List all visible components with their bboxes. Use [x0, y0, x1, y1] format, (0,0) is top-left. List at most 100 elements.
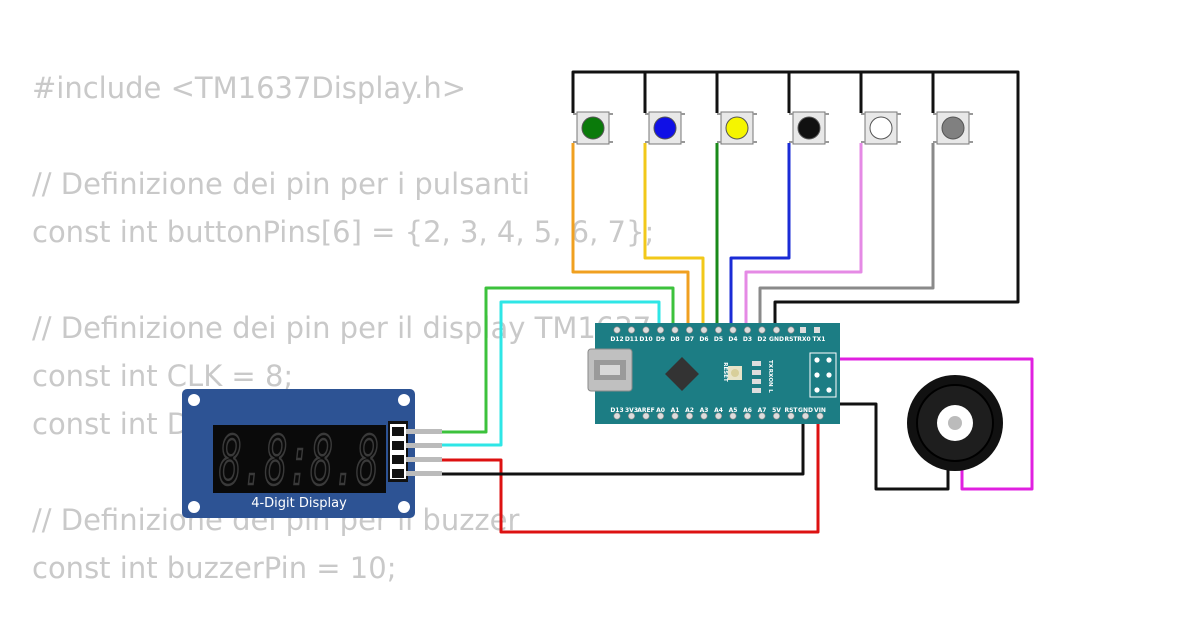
led-label-l: L: [767, 389, 773, 393]
microcontroller-chip: [665, 357, 699, 391]
pin-label-d8: D8: [670, 336, 679, 343]
pin-label-a6: A6: [743, 407, 752, 414]
pushbutton-cap: [869, 116, 893, 140]
header-pin: [656, 326, 664, 334]
header-pin: [729, 326, 737, 334]
pin-label-a7: A7: [758, 407, 767, 414]
pin-label-d9: D9: [656, 336, 665, 343]
wire-dio: [442, 300, 661, 447]
pushbutton-leg: [789, 141, 793, 143]
pushbutton-yellow[interactable]: [717, 111, 757, 145]
pushbutton-leg: [969, 141, 973, 143]
led-label-on: ON: [767, 377, 773, 387]
pushbutton-leg: [681, 141, 685, 143]
pushbutton-cap: [725, 116, 749, 140]
pin-label-d12: D12: [610, 336, 623, 343]
pin-label-d4: D4: [728, 336, 737, 343]
pin-label-a0: A0: [656, 407, 665, 414]
wire-vcc: [442, 416, 820, 534]
pushbutton-green[interactable]: [573, 111, 613, 145]
led-on: [752, 379, 761, 384]
pushbutton-cap: [797, 116, 821, 140]
header-pin: [758, 412, 766, 420]
pin-label-rst: RST: [784, 336, 798, 343]
pin-label-a3: A3: [700, 407, 709, 414]
display-pin-blocks: [392, 427, 404, 478]
led-l: [752, 388, 761, 393]
pin-label-d3: D3: [743, 336, 752, 343]
code-line: // Definizione dei pin per i pulsanti: [32, 167, 530, 201]
buzzer: [907, 375, 1003, 471]
tm1637-display: 8.8:8.8 4-Digit Display: [182, 389, 442, 518]
pin-label-d5: D5: [714, 336, 723, 343]
pin-label-aref: AREF: [637, 407, 654, 414]
display-header-inner: [390, 424, 406, 479]
header-pin: [814, 327, 820, 333]
pin-label-d10: D10: [639, 336, 652, 343]
code-background: #include <TM1637Display.h>// Definizione…: [32, 64, 654, 592]
led-label-tx: TX: [767, 360, 773, 369]
pin-label-d13: D13: [610, 407, 623, 414]
mount-hole: [398, 394, 410, 406]
pushbutton-blue[interactable]: [645, 111, 685, 145]
pushbutton-leg: [825, 113, 829, 115]
pushbutton-cap: [653, 116, 677, 140]
pin-label-vin: VIN: [814, 407, 826, 414]
pushbutton-cap: [941, 116, 965, 140]
pushbutton-leg: [861, 113, 865, 115]
pin-label-gnd: GND: [798, 407, 813, 414]
pin-label-d7: D7: [685, 336, 694, 343]
header-pin: [743, 326, 751, 334]
wire-clk: [442, 286, 675, 434]
pushbutton-gray[interactable]: [933, 111, 973, 145]
header-pin: [627, 326, 635, 334]
pushbuttons: [573, 111, 973, 145]
pushbutton-leg: [753, 113, 757, 115]
pin-label-5v: 5V: [772, 407, 781, 414]
pin-label-d2: D2: [757, 336, 766, 343]
pushbutton-leg: [753, 141, 757, 143]
wire-button-gray: [758, 143, 935, 329]
pin-label-3v3: 3V3: [625, 407, 638, 414]
display-label: 4-Digit Display: [251, 496, 347, 511]
pushbutton-leg: [825, 141, 829, 143]
pushbutton-leg: [861, 141, 865, 143]
pin-label-gnd: GND: [769, 336, 784, 343]
pushbutton-black[interactable]: [789, 111, 829, 145]
header-pin: [729, 412, 737, 420]
mount-hole: [188, 394, 200, 406]
arduino-board: [595, 323, 840, 424]
header-pin: [685, 326, 693, 334]
led-rx: [752, 370, 761, 375]
pin-label-d6: D6: [699, 336, 708, 343]
pushbutton-leg: [897, 141, 901, 143]
header-pin: [714, 412, 722, 420]
pushbutton-white[interactable]: [861, 111, 901, 145]
pushbutton-leg: [717, 113, 721, 115]
wire-buzzer-gnd: [818, 402, 950, 491]
led-tx: [752, 361, 761, 366]
header-pin: [700, 412, 708, 420]
pushbutton-leg: [609, 113, 613, 115]
header-pin: [700, 326, 708, 334]
pushbutton-leg: [789, 113, 793, 115]
reset-button-cap: [731, 369, 739, 377]
code-line: const int CLK = 8;: [32, 359, 294, 393]
pushbutton-leg: [969, 113, 973, 115]
header-pin: [787, 412, 795, 420]
pin-label-a4: A4: [714, 407, 723, 414]
pushbutton-leg: [897, 113, 901, 115]
wire-button-black: [729, 143, 791, 329]
pin-label-rx0: RX0: [797, 336, 810, 343]
display-pins: [406, 429, 442, 476]
header-pin: [787, 326, 795, 334]
pin-label-a2: A2: [685, 407, 694, 414]
pushbutton-leg: [645, 113, 649, 115]
pin-label-d11: D11: [625, 336, 638, 343]
wire-button-green: [571, 143, 690, 329]
pushbutton-leg: [717, 141, 721, 143]
header-pin: [613, 412, 621, 420]
header-pin: [613, 326, 621, 334]
